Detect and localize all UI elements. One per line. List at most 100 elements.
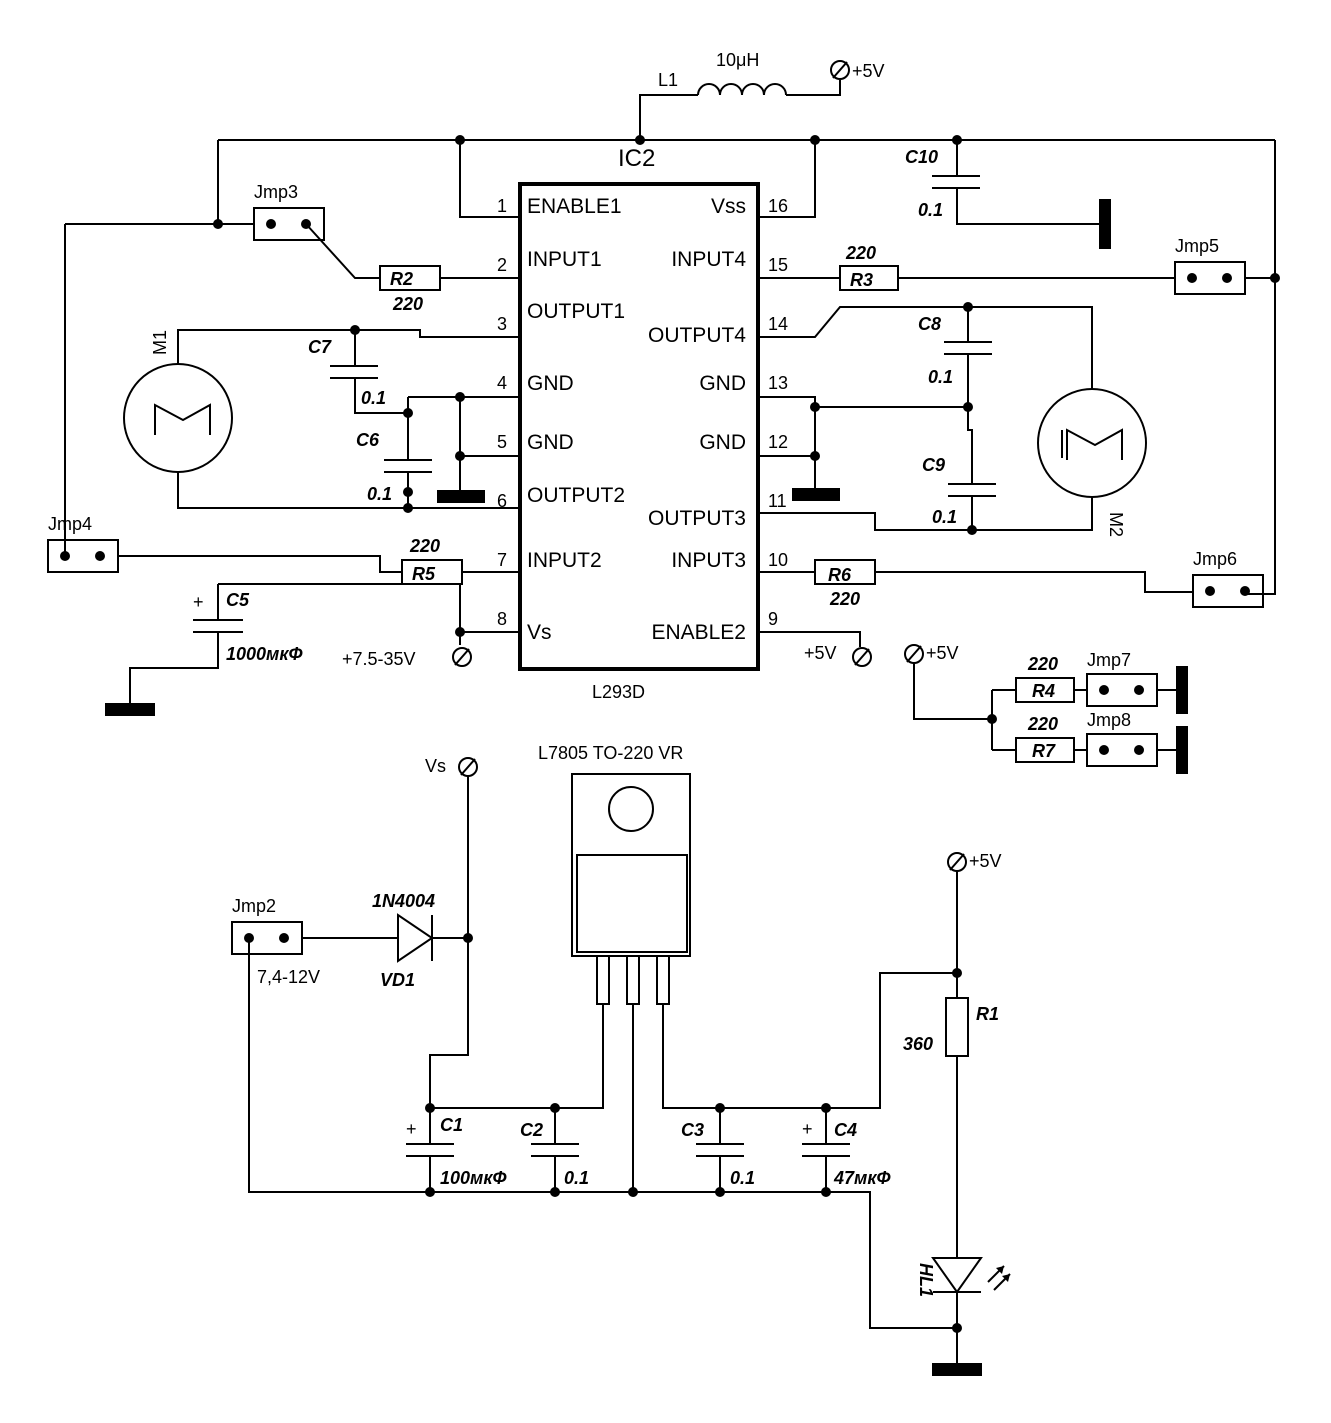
- ground-symbol: [1176, 726, 1188, 774]
- ground-symbol: [105, 703, 155, 716]
- ic-part: L293D: [592, 682, 645, 702]
- vs-range-label: +7.5-35V: [342, 649, 416, 669]
- jmp6-ref: Jmp6: [1193, 549, 1237, 569]
- c10-ref: C10: [905, 147, 938, 167]
- r7-ref: R7: [1032, 741, 1056, 761]
- jumper-jmp6: [1192, 574, 1264, 608]
- c8-ref: C8: [918, 314, 941, 334]
- m1-ref: M1: [150, 330, 170, 355]
- capacitor-c6: [384, 397, 432, 508]
- r3-ref: R3: [850, 270, 873, 290]
- c4-polarity: +: [802, 1119, 813, 1139]
- c5-ref: C5: [226, 590, 250, 610]
- regulator-l7805: [571, 773, 691, 1062]
- r7-value: 220: [1027, 714, 1058, 734]
- capacitor-c8: [944, 307, 992, 484]
- hl1-ref: HL1: [916, 1263, 936, 1297]
- l1-ref: L1: [658, 70, 678, 90]
- enable2-net: [758, 631, 872, 667]
- c2-value: 0.1: [564, 1168, 589, 1188]
- capacitor-c5: [105, 619, 243, 716]
- pin-2-name: INPUT1: [527, 248, 602, 271]
- c5-polarity: +: [193, 592, 204, 612]
- resistor-r2: [379, 265, 520, 291]
- pin-13-name: GND: [699, 372, 746, 395]
- led-supply-label: +5V: [969, 851, 1002, 871]
- pin-3-num: 3: [497, 314, 507, 334]
- pin-3-name: OUTPUT1: [527, 300, 625, 323]
- capacitor-c1: [406, 1108, 454, 1192]
- pin-1-name: ENABLE1: [527, 195, 622, 218]
- pin-12-num: 12: [768, 432, 788, 452]
- r2-ref: R2: [390, 269, 413, 289]
- ground-symbol: [1176, 666, 1188, 714]
- jmp2-note: 7,4-12V: [257, 967, 320, 987]
- pin-14-num: 14: [768, 314, 788, 334]
- c1-value: 100мкФ: [440, 1168, 507, 1188]
- vd1-ref: VD1: [380, 970, 415, 990]
- jmp5-ref: Jmp5: [1175, 236, 1219, 256]
- jmp4-ref: Jmp4: [48, 514, 92, 534]
- ground-symbol: [1099, 199, 1111, 249]
- jmp7-ref: Jmp7: [1087, 650, 1131, 670]
- capacitor-c4: [802, 1108, 850, 1192]
- l1-supply-label: +5V: [852, 61, 885, 81]
- c10-value: 0.1: [918, 200, 943, 220]
- pin-16-name: Vss: [711, 195, 746, 218]
- jumpers-supply-label: +5V: [926, 643, 959, 663]
- m2-ref: M2: [1106, 512, 1126, 537]
- r1-value: 360: [903, 1034, 933, 1054]
- jumper-jmp8: [1086, 733, 1158, 767]
- led-indicator-branch: [931, 852, 1011, 1376]
- jmp2-ref: Jmp2: [232, 896, 276, 916]
- pin-8-name: Vs: [527, 621, 552, 644]
- capacitor-c9: [948, 483, 996, 530]
- capacitor-c10: [932, 140, 1111, 249]
- jumper-jmp5: [1174, 261, 1275, 295]
- c4-ref: C4: [834, 1120, 857, 1140]
- pin-5-name: GND: [527, 431, 574, 454]
- capacitor-c2: [531, 1108, 579, 1192]
- pin-2-num: 2: [497, 255, 507, 275]
- inductor-l1: [639, 60, 850, 140]
- ic-ref: IC2: [618, 145, 655, 172]
- pin-13-num: 13: [768, 373, 788, 393]
- pin-16-num: 16: [768, 196, 788, 216]
- c7-value: 0.1: [361, 388, 386, 408]
- gnd-right: [758, 396, 968, 501]
- jumper-jmp2: [231, 921, 430, 1193]
- regulator-label: L7805 TO-220 VR: [538, 743, 683, 763]
- capacitor-c7: [330, 330, 408, 414]
- vs-terminal: [429, 757, 478, 1110]
- diode-vd1: [397, 913, 468, 963]
- vd1-value: 1N4004: [372, 891, 435, 911]
- r1-ref: R1: [976, 1004, 999, 1024]
- capacitor-c3: [696, 1108, 744, 1192]
- top-rail: [217, 139, 1276, 595]
- jmp3-ref: Jmp3: [254, 182, 298, 202]
- r3-value: 220: [845, 243, 876, 263]
- pin-6-num: 6: [497, 491, 507, 511]
- pin-15-num: 15: [768, 255, 788, 275]
- pin-10-name: INPUT3: [671, 549, 746, 572]
- pin-9-name: ENABLE2: [651, 621, 746, 644]
- pin-4-num: 4: [497, 373, 507, 393]
- c1-ref: C1: [440, 1115, 463, 1135]
- c6-ref: C6: [356, 430, 380, 450]
- motor-m2: [758, 306, 1147, 531]
- led-jumpers-net: [904, 644, 1188, 774]
- pin-6-name: OUTPUT2: [527, 484, 625, 507]
- r4-ref: R4: [1032, 681, 1055, 701]
- c4-value: 47мкФ: [833, 1168, 891, 1188]
- r6-value: 220: [829, 589, 860, 609]
- vs-terminal-label: Vs: [425, 756, 446, 776]
- pin-5-num: 5: [497, 432, 507, 452]
- r2-value: 220: [392, 294, 423, 314]
- c9-ref: C9: [922, 455, 945, 475]
- pin-4-name: GND: [527, 372, 574, 395]
- r5-ref: R5: [412, 564, 436, 584]
- c6-value: 0.1: [367, 484, 392, 504]
- pin-15-name: INPUT4: [671, 248, 746, 271]
- supply-bus: [430, 972, 957, 1329]
- led-hl1: [931, 1257, 983, 1294]
